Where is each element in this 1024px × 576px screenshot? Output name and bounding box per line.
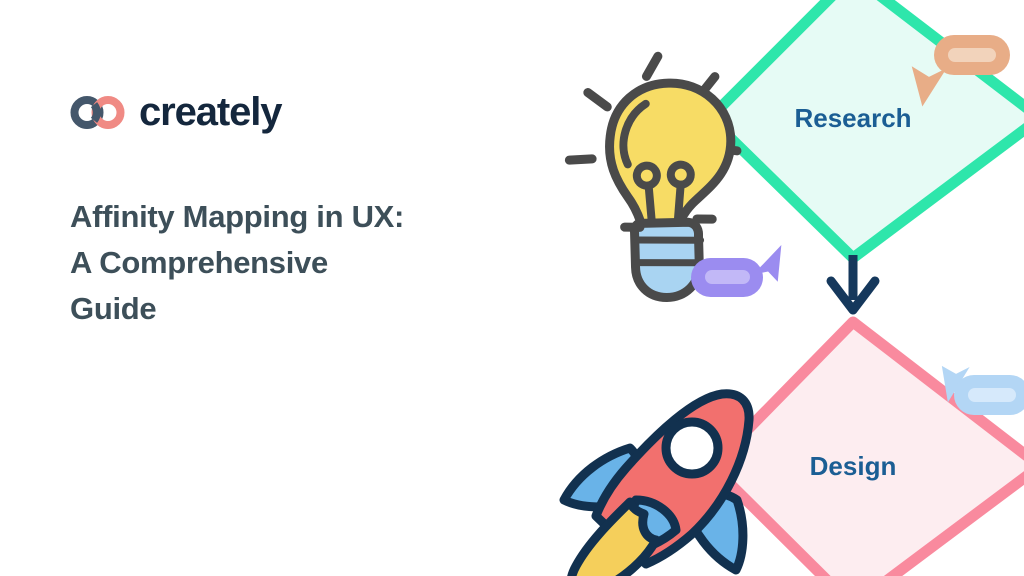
collab-cursor-peach[interactable] (896, 35, 1010, 107)
text-panel: creately Affinity Mapping in UX: A Compr… (70, 88, 500, 332)
rocket-flame (567, 497, 661, 576)
rocket-icon (559, 389, 754, 576)
logo-wordmark: creately (139, 90, 283, 134)
diagram-node-design-label: Design (810, 451, 897, 481)
page-title: Affinity Mapping in UX: A Comprehensive … (70, 194, 500, 332)
lightbulb-filament (632, 160, 695, 228)
collab-cursor-purple[interactable] (691, 245, 797, 297)
lightbulb-highlight (619, 99, 650, 169)
peach-cursor-arrow-icon (911, 66, 947, 107)
blue-cursor-arrow-icon (941, 365, 970, 403)
lightbulb-contact-2 (692, 214, 717, 224)
diagram-illustration: Research Design (520, 0, 1024, 576)
creately-logo[interactable]: creately (70, 88, 283, 136)
diagram-node-design[interactable]: Design (706, 316, 1024, 576)
lightbulb-glass (605, 78, 736, 234)
blue-cursor-label-text (968, 388, 1016, 402)
purple-cursor-label-text (705, 270, 750, 284)
diagram-node-research-label: Research (794, 103, 911, 133)
connector-arrow-research-to-design (826, 255, 880, 315)
rocket-window (661, 417, 723, 479)
lightbulb-icon (564, 51, 742, 302)
lightbulb-base-stripes (633, 236, 705, 267)
page-title-line-3: Guide (70, 291, 157, 326)
page-title-line-1: Affinity Mapping in UX: (70, 199, 405, 234)
creately-infinity-rings-logo-icon (70, 95, 126, 129)
lightbulb-contact (620, 222, 645, 232)
collab-cursor-blue[interactable] (926, 353, 1024, 415)
page-title-line-2: A Comprehensive (70, 245, 328, 280)
peach-cursor-label-text (948, 48, 996, 62)
